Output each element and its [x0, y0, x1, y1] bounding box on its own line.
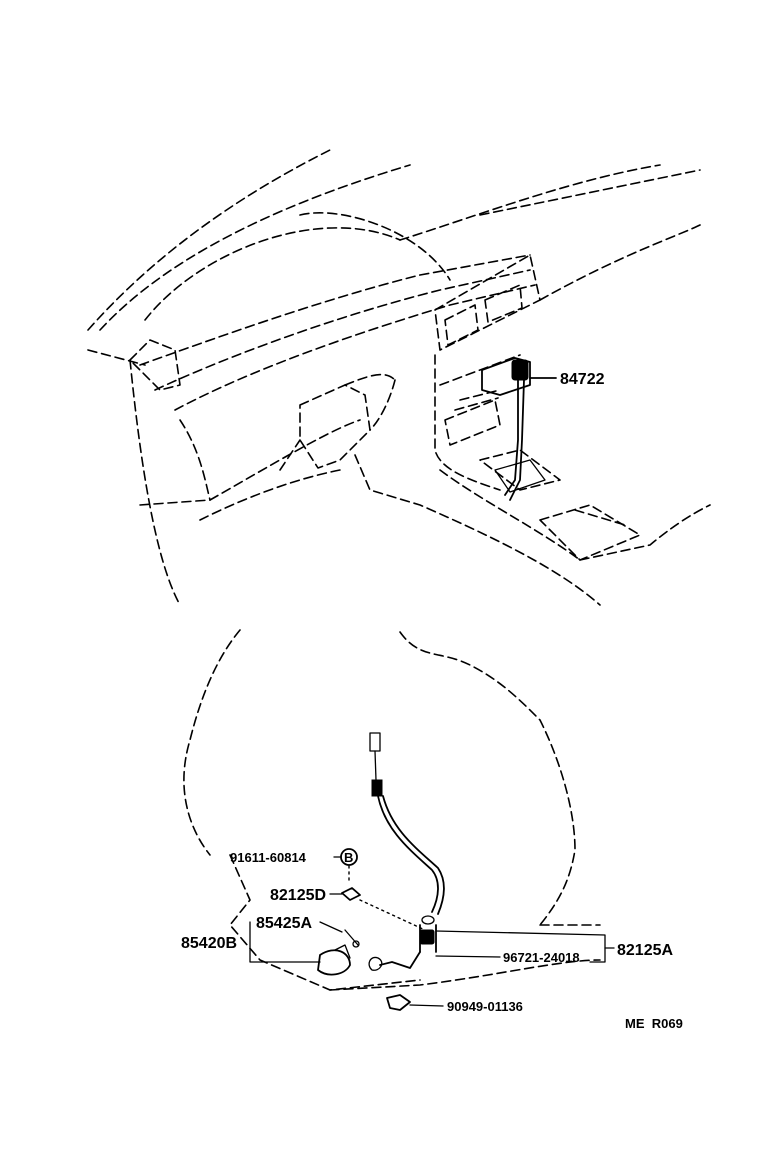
clamp-90949 [386, 994, 411, 1011]
label-82125D: 82125D [270, 887, 326, 904]
label-84722: 84722 [560, 371, 605, 388]
transmission-outline [183, 629, 601, 991]
label-90949-01136: 90949-01136 [447, 999, 523, 1014]
bolt-marker: B [344, 850, 353, 865]
clip-82125D [341, 887, 361, 901]
shift-lever-84722 [481, 357, 546, 501]
label-82125A: 82125A [617, 942, 673, 959]
label-96721-24018: 96721-24018 [503, 950, 580, 965]
leader-90949 [409, 1004, 444, 1007]
leader-dot-2 [359, 899, 426, 931]
leader-85425A [319, 921, 343, 933]
leader-85420B [249, 921, 321, 963]
dashboard-illustration [87, 149, 711, 606]
switch-85420B [317, 929, 360, 976]
label-85425A: 85425A [256, 915, 312, 932]
label-91611-60814: 91611-60814 [230, 850, 307, 865]
label-85420B: 85420B [181, 935, 237, 952]
drawing-code: ME R069 [625, 1016, 683, 1031]
leader-96721 [435, 955, 501, 958]
shift-cable [368, 732, 445, 971]
bolt-91611: B [340, 848, 358, 866]
